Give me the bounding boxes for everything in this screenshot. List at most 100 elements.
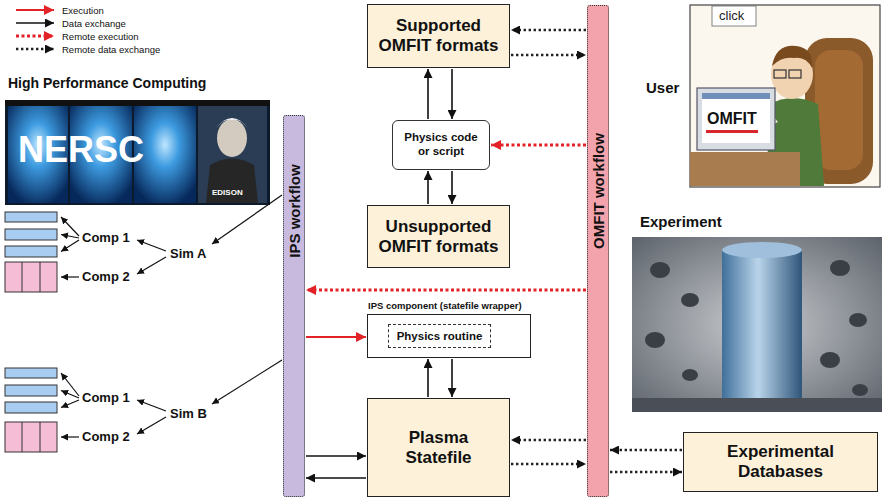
connector-data	[306, 455, 366, 457]
component-label: Comp 1	[82, 231, 130, 245]
box-heading: IPS component (statefile wrapper)	[368, 300, 522, 311]
connector-data	[610, 471, 682, 473]
simulation-wires-part	[61, 276, 79, 277]
connector-data	[511, 439, 586, 441]
section-heading: High Performance Computing	[8, 76, 206, 91]
connector-data	[451, 69, 453, 119]
simulation-wires-part	[137, 417, 166, 434]
simulation-wires-part	[137, 240, 166, 251]
supercomputer-photo-part	[216, 118, 248, 128]
simulation-wires-part	[61, 400, 79, 408]
component-blocks-part	[5, 229, 57, 240]
connector-execution	[306, 336, 366, 338]
routine-box: Physics routine	[388, 324, 491, 348]
component-blocks-part	[5, 385, 57, 396]
workflow-band: IPS workflow	[283, 115, 305, 497]
user-cartoon-part	[702, 93, 770, 143]
supercomputer-photo-part	[5, 100, 270, 205]
simulation-wires-part	[212, 360, 282, 404]
legend-line-sample	[16, 22, 54, 24]
component-label: Comp 2	[82, 430, 130, 444]
connector-data	[306, 477, 366, 479]
box-label: Plasma Statefile	[374, 428, 503, 467]
tokamak-photo-part	[632, 398, 882, 412]
legend-text: Data exchange	[62, 18, 126, 29]
connector-data	[427, 69, 429, 119]
logo-text: OMFIT	[707, 110, 757, 128]
band-title: OMFIT workflow	[590, 133, 607, 249]
user-cartoon-part	[774, 70, 786, 78]
connector-data	[427, 171, 429, 204]
component-blocks-part	[40, 262, 41, 292]
component-blocks-part	[5, 212, 57, 222]
format-box: Unsupported OMFIT formats	[367, 205, 510, 268]
user-cartoon-part	[815, 50, 863, 170]
legend-line-sample	[16, 35, 54, 38]
simulation-label: Sim B	[170, 407, 207, 421]
photo-text: NERSC	[18, 130, 144, 170]
legend-sample	[14, 18, 56, 28]
user-cartoon-part	[690, 5, 880, 187]
component-label: Comp 2	[82, 270, 130, 284]
supercomputer-photo-part	[217, 119, 247, 157]
legend-row: Remote execution	[14, 30, 139, 42]
user-cartoon-part	[702, 93, 770, 99]
component-blocks-part	[5, 246, 57, 257]
component-blocks-part	[40, 422, 41, 452]
tokamak-photo-part	[849, 313, 867, 327]
user-cartoon-part	[690, 152, 800, 186]
simulation-wires-part	[61, 240, 79, 252]
component-box: IPS component (statefile wrapper)Physics…	[367, 314, 531, 358]
connector-data	[511, 29, 586, 31]
connector-data	[451, 171, 453, 204]
supercomputer-photo-part	[5, 100, 270, 106]
legend-text: Remote execution	[62, 31, 139, 42]
box-label: Physics code or script	[399, 131, 483, 159]
simulation-label: Sim A	[170, 247, 206, 261]
component-blocks	[5, 212, 57, 452]
tokamak-photo-part	[682, 369, 698, 381]
simulation-wires-part	[61, 217, 79, 236]
box-label: Supported OMFIT formats	[374, 16, 503, 55]
component-blocks-part	[22, 262, 23, 292]
tokamak-photo-part	[830, 260, 850, 276]
connector-execution	[306, 289, 586, 292]
supercomputer-photo	[5, 100, 270, 205]
tokamak-photo	[632, 237, 882, 412]
user-cartoon-part	[712, 6, 756, 26]
legend-row: Execution	[14, 4, 104, 16]
user-cartoon-part	[697, 88, 775, 150]
connector-execution	[491, 144, 586, 147]
component-blocks-part	[5, 368, 57, 378]
simulation-wires-part	[61, 391, 79, 399]
connector-data	[451, 359, 453, 397]
legend-line-sample	[16, 48, 54, 50]
user-cartoon-part	[706, 130, 758, 133]
band-title: IPS workflow	[286, 164, 303, 257]
simulation-wires-part	[61, 235, 79, 239]
tokamak-photo-part	[722, 242, 802, 258]
user-cartoon-part	[789, 70, 801, 78]
format-box: Supported OMFIT formats	[367, 4, 510, 68]
component-label: Comp 1	[82, 391, 130, 405]
image-label: User	[646, 80, 679, 97]
box-label: Experimental Databases	[690, 442, 871, 481]
connector-data	[427, 359, 429, 397]
legend-row: Data exchange	[14, 17, 126, 29]
connector-data	[511, 463, 586, 465]
component-blocks-part	[5, 422, 57, 452]
simulation-wires-part	[137, 400, 166, 411]
tokamak-photo-part	[645, 332, 665, 348]
supercomputer-photo-part	[206, 159, 258, 204]
process-box: Physics code or script	[392, 120, 490, 170]
statefile-box: Plasma Statefile	[367, 398, 510, 497]
legend-text: Execution	[62, 5, 104, 16]
image-label: Experiment	[640, 214, 722, 231]
database-box: Experimental Databases	[683, 432, 878, 492]
tokamak-photo-part	[820, 352, 840, 368]
caption-text: click	[719, 9, 744, 23]
photo-text: EDISON	[212, 189, 243, 198]
simulation-wires-part	[61, 373, 79, 396]
supercomputer-photo-part	[198, 106, 267, 203]
